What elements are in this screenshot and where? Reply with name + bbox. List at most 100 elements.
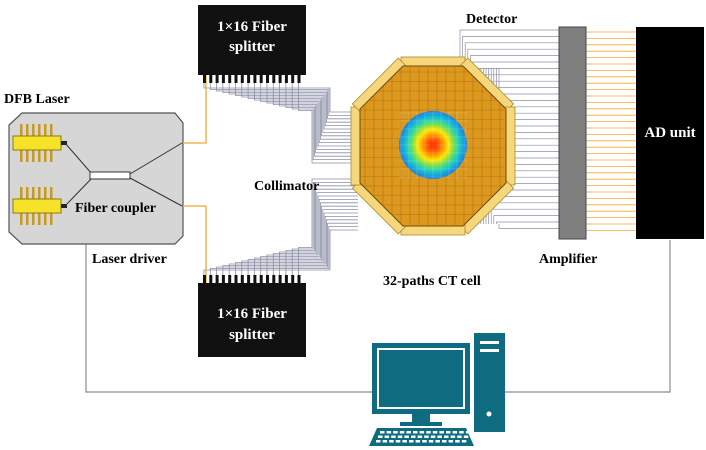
fiber-line xyxy=(222,83,356,123)
splitter-pin xyxy=(240,275,244,283)
keyboard-key xyxy=(386,431,392,434)
computer-cable xyxy=(505,240,671,393)
splitter-pin xyxy=(253,75,257,83)
splitter-pin xyxy=(234,275,238,283)
fiber-line xyxy=(291,83,356,161)
fiber-splitter-bottom xyxy=(198,275,306,357)
splitter-pin xyxy=(253,275,257,283)
keyboard-key xyxy=(384,435,390,438)
fiber-coupler-element xyxy=(64,142,183,207)
keyboard-key xyxy=(444,435,449,438)
detector-label: Detector xyxy=(466,12,517,27)
keyboard-key xyxy=(455,440,460,443)
fiber-line xyxy=(260,198,358,276)
keyboard-key xyxy=(446,431,451,434)
keyboard-key xyxy=(450,435,456,438)
splitter-pin xyxy=(247,75,251,83)
splitter-pin xyxy=(203,75,206,83)
keyboard-key xyxy=(424,435,429,438)
splitter-bottom-label-line2: splitter xyxy=(229,327,275,343)
keyboard-key xyxy=(417,435,423,438)
fiber-line xyxy=(241,209,358,276)
laser-tip xyxy=(61,204,67,208)
amplifier-box xyxy=(558,26,587,240)
splitter-pin xyxy=(278,75,282,83)
fiber-line xyxy=(209,83,356,116)
keyboard-key xyxy=(409,440,414,443)
splitter-pin xyxy=(228,75,232,83)
splitter-pin xyxy=(215,75,219,83)
splitter-pin xyxy=(272,75,276,83)
fiber-line xyxy=(298,178,358,276)
keyboard-key xyxy=(430,435,436,438)
keyboard-key xyxy=(397,435,403,438)
splitter-pin xyxy=(209,275,213,283)
keyboard-key xyxy=(413,431,418,434)
fiber-line xyxy=(279,188,358,276)
keyboard-key xyxy=(428,440,434,443)
keyboard-key xyxy=(378,435,383,438)
fiber-line xyxy=(285,185,358,276)
fiber-line xyxy=(291,181,358,276)
laser-body xyxy=(12,135,62,151)
fiber-line xyxy=(272,192,358,276)
ct-cell-label: 32-paths CT cell xyxy=(383,274,481,289)
keyboard-key xyxy=(439,431,444,434)
splitter-pin xyxy=(247,275,251,283)
laser-driver-label: Laser driver xyxy=(92,252,167,267)
fiber-line xyxy=(203,229,358,276)
keyboard-key xyxy=(442,440,447,443)
splitter-pin xyxy=(228,275,232,283)
splitter-pin xyxy=(203,275,206,283)
keyboard-key xyxy=(391,435,396,438)
splitter-pin xyxy=(259,275,263,283)
fiber-line xyxy=(222,219,358,276)
fiber-line xyxy=(228,215,358,276)
keyboard-key xyxy=(432,431,438,434)
detector-line xyxy=(472,61,559,68)
keyboard-key xyxy=(402,440,407,443)
keyboard-key xyxy=(415,440,421,443)
splitter-pin xyxy=(240,75,244,83)
laser-diode-top xyxy=(12,124,67,162)
splitter-pin xyxy=(284,75,288,83)
detector-line xyxy=(493,215,559,224)
keyboard-key xyxy=(422,440,427,443)
keyboard-key xyxy=(457,435,462,438)
laser-diode-bottom xyxy=(12,187,67,225)
keyboard-key xyxy=(411,435,416,438)
keyboard-key xyxy=(399,431,405,434)
keyboard-key xyxy=(389,440,394,443)
keyboard-key xyxy=(382,440,388,443)
fiber-line xyxy=(266,83,356,147)
amplifier-label: Amplifier xyxy=(539,252,597,267)
ad-unit-label: AD unit xyxy=(644,125,695,141)
fiber-line xyxy=(235,83,356,130)
splitter-pin xyxy=(297,275,301,283)
keyboard-key xyxy=(461,440,467,443)
splitter-pin xyxy=(209,75,213,83)
fiber-line xyxy=(228,83,356,126)
fiber-line xyxy=(285,83,356,157)
keyboard-key xyxy=(437,435,442,438)
fiber-splitter-top xyxy=(198,5,306,83)
detector-line xyxy=(467,48,559,68)
keyboard-key xyxy=(452,431,458,434)
dfb-laser-label: DFB Laser xyxy=(4,92,70,107)
ad-unit-box xyxy=(636,27,704,239)
splitter-pin xyxy=(259,75,263,83)
fiber-line xyxy=(209,226,358,276)
computer-cable xyxy=(85,244,372,393)
detector-line xyxy=(459,29,559,68)
detector-line xyxy=(477,68,559,76)
fiber-to-bottom-splitter xyxy=(183,205,207,291)
splitter-pin xyxy=(278,275,282,283)
computer-icon xyxy=(369,333,505,446)
laser-body xyxy=(12,198,62,214)
splitter-top-label-line1: 1×16 Fiber xyxy=(217,19,287,35)
splitter-pin xyxy=(266,275,269,283)
fiber-line xyxy=(241,83,356,133)
ct-cell xyxy=(350,56,516,236)
keyboard-key xyxy=(406,431,411,434)
